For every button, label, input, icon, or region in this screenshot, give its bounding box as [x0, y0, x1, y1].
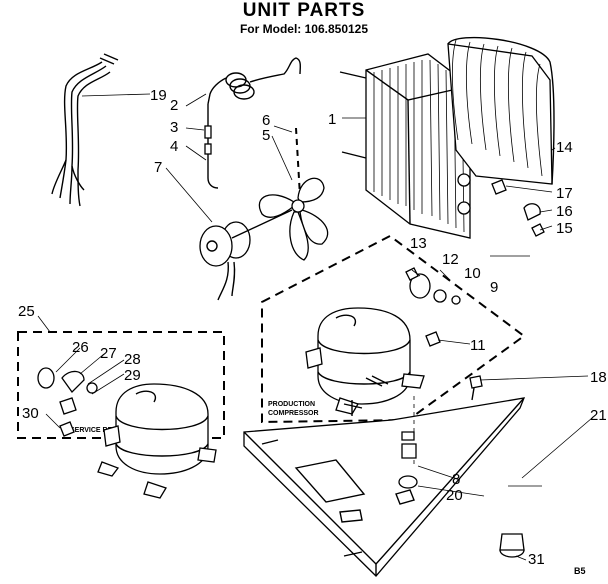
- callout-14: 14: [556, 139, 573, 156]
- callout-13: 13: [410, 235, 427, 252]
- model-label: For Model: 106.850125: [239, 22, 369, 36]
- callout-7: 7: [154, 159, 162, 176]
- base-pan-drawing: [243, 396, 526, 577]
- callout-6: 6: [262, 112, 270, 129]
- callout-4: 4: [170, 138, 178, 155]
- callout-5: 5: [262, 127, 270, 144]
- production-compressor-box: PRODUCTION COMPRESSOR: [261, 234, 526, 424]
- foot-31-drawing: [499, 533, 525, 558]
- callout-8: 8: [452, 471, 460, 488]
- callout-28: 28: [124, 351, 141, 368]
- wire-harness-drawing: [51, 53, 119, 207]
- callout-27: 27: [100, 345, 117, 362]
- callout-17: 17: [556, 185, 573, 202]
- callout-30: 30: [22, 405, 39, 422]
- callout-9: 9: [490, 279, 498, 296]
- callout-15: 15: [556, 220, 573, 237]
- capillary-tube-drawing: [204, 57, 302, 189]
- callout-1: 1: [328, 111, 336, 128]
- callout-19: 19: [150, 87, 167, 104]
- callout-20: 20: [446, 487, 463, 504]
- callout-numbers: 19 2 3 4 6 5 7 1 14 17 16 15 13 12 10 9 …: [18, 87, 607, 568]
- relay-drawing: [405, 267, 461, 347]
- page-code: B5: [574, 566, 586, 576]
- callout-11: 11: [470, 337, 486, 354]
- production-label-line1: PRODUCTION: [268, 401, 315, 408]
- fan-blade-drawing: [258, 127, 329, 261]
- callout-31: 31: [528, 551, 545, 568]
- callout-16: 16: [556, 203, 573, 220]
- fan-motor-drawing: [199, 209, 293, 301]
- leader-lines: [37, 93, 593, 561]
- callout-21: 21: [590, 407, 607, 424]
- grommet-drawing: [398, 431, 418, 489]
- callout-26: 26: [72, 339, 89, 356]
- callout-12: 12: [442, 251, 459, 268]
- callout-18: 18: [590, 369, 607, 386]
- callout-3: 3: [170, 119, 178, 136]
- callout-25: 25: [18, 303, 35, 320]
- production-compressor-drawing: [305, 307, 425, 415]
- callout-2: 2: [170, 97, 178, 114]
- screw-18-drawing: [469, 375, 483, 401]
- service-relay-drawing: [37, 367, 98, 437]
- fittings-drawing: [491, 179, 545, 237]
- service-compressor-drawing: [97, 383, 217, 499]
- callout-10: 10: [464, 265, 481, 282]
- production-label-line2: COMPRESSOR: [268, 410, 319, 417]
- callout-29: 29: [124, 367, 141, 384]
- diagram-title: UNIT PARTS: [242, 0, 366, 21]
- evaporator-coil-drawing: [447, 36, 555, 185]
